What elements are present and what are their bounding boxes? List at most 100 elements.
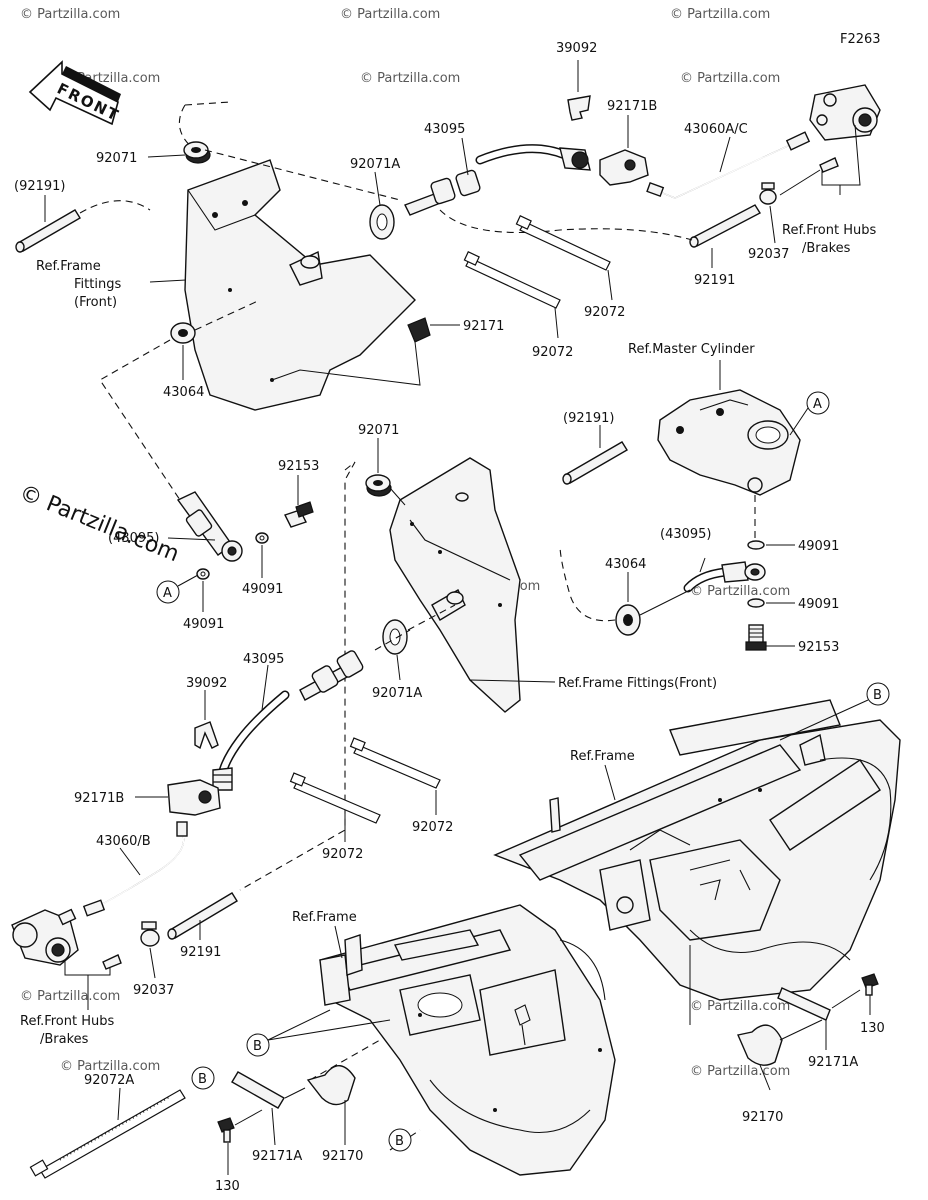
- grommet-92071A-mid: [382, 619, 408, 655]
- callout-43064-right: 43064: [605, 557, 646, 572]
- watermark: © Partzilla.com: [340, 7, 440, 22]
- clamp-92170-right: [737, 1024, 783, 1066]
- callout-92071: 92071: [96, 151, 137, 166]
- ref-front-hubs-top-2: /Brakes: [802, 241, 851, 256]
- callout-92171A-left: 92171A: [252, 1149, 302, 1164]
- washer-49091-l2: [196, 568, 210, 580]
- callout-92071-mid: 92071: [358, 423, 399, 438]
- callout-92171B-mid: 92171B: [74, 791, 124, 806]
- callout-92191-bottom: 92191: [180, 945, 221, 960]
- cable-tie-92072A: [29, 1089, 186, 1179]
- callout-130-right: 130: [860, 1021, 885, 1036]
- marker-b-bottom: B: [191, 1066, 215, 1090]
- callout-43095-right: (43095): [660, 527, 712, 542]
- svg-text:A: A: [813, 397, 822, 412]
- watermark: © Partzilla.com: [20, 989, 120, 1004]
- callout-92170-right: 92170: [742, 1110, 783, 1125]
- callout-92191-mid: (92191): [563, 411, 615, 426]
- frame-right: [493, 699, 901, 1001]
- brake-caliper-bottom: [11, 908, 79, 966]
- callout-39092-mid: 39092: [186, 676, 227, 691]
- ref-front-hubs-bottom-2: /Brakes: [40, 1032, 89, 1047]
- callout-43095-mid: 43095: [243, 652, 284, 667]
- callout-49091-l1: 49091: [242, 582, 283, 597]
- grommet-92071A-top: [369, 204, 395, 240]
- ref-frame-fittings-front-1: Ref.Frame: [36, 259, 101, 274]
- watermark: © Partzilla.com: [680, 71, 780, 86]
- watermark: © Partzilla.com: [60, 1059, 160, 1074]
- hose-43095-top: [404, 144, 591, 216]
- frame-bracket-mid: [389, 457, 521, 713]
- callout-92072-a: 92072: [584, 305, 625, 320]
- cable-tie-92072-c: [349, 737, 441, 789]
- washer-49091-l1: [255, 532, 269, 544]
- bolt-130-left: [217, 1117, 235, 1143]
- bleeder-valve-top: [819, 157, 839, 173]
- brake-caliper-top: [809, 84, 881, 141]
- callout-92072-b: 92072: [532, 345, 573, 360]
- watermark: © Partzilla.com: [670, 7, 770, 22]
- bolt-130-right: [861, 973, 879, 996]
- brake-line-43060AC: [646, 131, 811, 199]
- cable-tie-92072-d: [289, 772, 381, 824]
- bleeder-valve-bottom: [102, 954, 122, 970]
- clamp-92170-left: [306, 1065, 356, 1106]
- callout-92191-left: (92191): [14, 179, 66, 194]
- callout-92171A-right: 92171A: [808, 1055, 858, 1070]
- svg-text:B: B: [253, 1039, 262, 1054]
- frame-left: [319, 904, 616, 1176]
- hose-43095-left: [176, 491, 243, 562]
- grommet-43064-right: [615, 604, 641, 636]
- callout-49091-r2: 49091: [798, 597, 839, 612]
- grommet-92071-top: [183, 141, 211, 164]
- marker-a-right: A: [806, 391, 830, 415]
- hose-43095-right: [683, 561, 766, 593]
- callout-92171B: 92171B: [607, 99, 657, 114]
- master-cylinder: [657, 389, 801, 496]
- callout-43064-top: 43064: [163, 385, 204, 400]
- tube-92191-left: [15, 209, 81, 253]
- callout-92037: 92037: [748, 247, 789, 262]
- hose-43095-mid: [212, 650, 364, 791]
- callout-92153-left: 92153: [278, 459, 319, 474]
- clip-39092-top: [567, 95, 591, 121]
- tube-92191-bottom: [167, 892, 238, 940]
- marker-a-left: A: [156, 580, 180, 604]
- marker-b-top-right: B: [866, 682, 890, 706]
- callout-49091-l2: 49091: [183, 617, 224, 632]
- callout-92191-top-right: 92191: [694, 273, 735, 288]
- callout-130-left: 130: [215, 1179, 240, 1194]
- clip-92171: [407, 317, 431, 343]
- ref-frame-fittings-front-2: Fittings: [74, 277, 121, 292]
- callout-92071A-mid: 92071A: [372, 686, 422, 701]
- strap-92171A-left: [231, 1071, 285, 1109]
- callout-92153-right: 92153: [798, 640, 839, 655]
- callout-49091-r1: 49091: [798, 539, 839, 554]
- clip-39092-mid: [194, 721, 219, 750]
- ref-frame-fittings-front-3: (Front): [74, 295, 117, 310]
- callout-43060AC: 43060A/C: [684, 122, 748, 137]
- svg-text:A: A: [163, 586, 172, 601]
- callout-92072-c: 92072: [412, 820, 453, 835]
- bracket-92171B-top: [599, 149, 649, 186]
- ref-front-hubs-bottom: Ref.Front Hubs: [20, 1014, 114, 1029]
- washer-49091-r1: [747, 540, 765, 550]
- callout-92071A: 92071A: [350, 157, 400, 172]
- bracket-92171B-mid: [167, 779, 221, 816]
- brake-line-43060B: [82, 821, 188, 917]
- svg-text:B: B: [198, 1072, 207, 1087]
- callout-92072-d: 92072: [322, 847, 363, 862]
- watermark: © Partzilla.com: [690, 1064, 790, 1079]
- ref-frame-fittings-front-mid: Ref.Frame Fittings(Front): [558, 676, 717, 691]
- callout-92072A: 92072A: [84, 1073, 134, 1088]
- ref-frame-left: Ref.Frame: [292, 910, 357, 925]
- callout-43060B: 43060/B: [96, 834, 151, 849]
- watermark: © Partzilla.com: [20, 7, 120, 22]
- callout-92170-left: 92170: [322, 1149, 363, 1164]
- clamp-92037-top: [759, 182, 777, 205]
- callout-92171: 92171: [463, 319, 504, 334]
- cable-tie-92072-b: [463, 251, 561, 309]
- washer-49091-r2: [747, 598, 765, 608]
- tube-92191-mid: [562, 441, 628, 485]
